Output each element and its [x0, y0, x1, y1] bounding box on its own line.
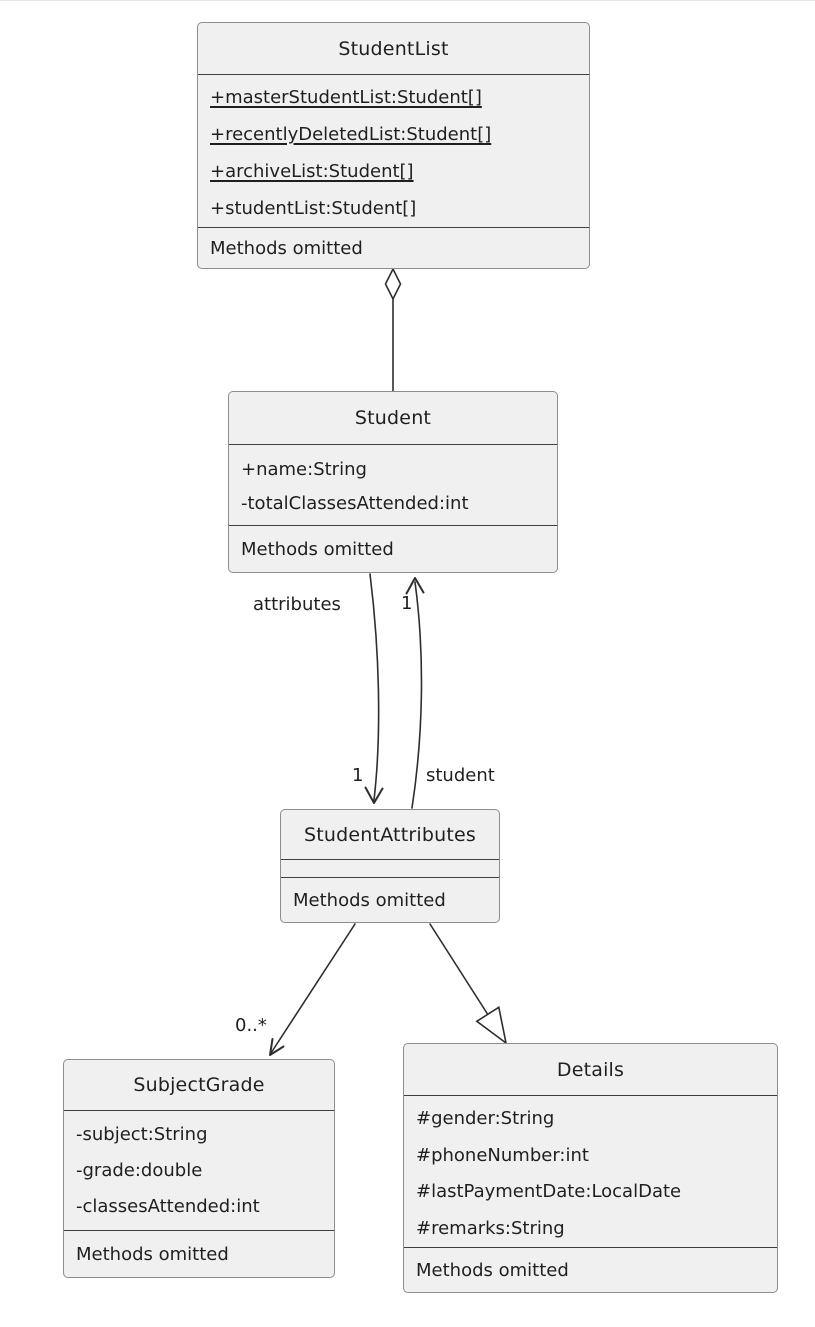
class-methods-note: Methods omitted	[281, 877, 499, 922]
edge-label-attributes-role: attributes	[253, 594, 341, 615]
class-attribute: +archiveList:Student[]	[210, 161, 414, 182]
class-attributes-compartment: +masterStudentList:Student[] +recentlyDe…	[198, 74, 589, 227]
class-attribute: #lastPaymentDate:LocalDate	[416, 1181, 682, 1202]
edge-label-multiplicity-student-end: 1	[401, 593, 413, 614]
class-box-studentattributes: StudentAttributes Methods omitted	[280, 809, 500, 923]
class-attributes-compartment: #gender:String #phoneNumber:int #lastPay…	[404, 1095, 777, 1247]
class-methods-note: Methods omitted	[404, 1247, 777, 1292]
class-methods-note: Methods omitted	[229, 525, 557, 572]
association-attributes-curve	[369, 573, 380, 801]
class-attributes-compartment: -subject:String -grade:double -classesAt…	[64, 1110, 334, 1230]
class-title: Student	[354, 407, 432, 429]
edge-label-student-role: student	[426, 765, 495, 786]
class-attribute: +recentlyDeletedList:Student[]	[210, 124, 492, 145]
class-attribute: -totalClassesAttended:int	[241, 493, 469, 514]
class-methods-note: Methods omitted	[64, 1230, 334, 1277]
class-attribute: #gender:String	[416, 1108, 555, 1129]
class-box-studentlist: StudentList +masterStudentList:Student[]…	[197, 22, 590, 269]
class-title: SubjectGrade	[133, 1074, 265, 1096]
class-title: Details	[556, 1058, 625, 1081]
association-student-curve	[411, 581, 423, 809]
association-subjectgrade-line	[270, 923, 356, 1054]
class-attribute: +masterStudentList:Student[]	[210, 87, 482, 108]
class-attribute: #phoneNumber:int	[416, 1144, 589, 1166]
class-methods-note: Methods omitted	[198, 227, 589, 268]
generalization-edge-line	[429, 923, 489, 1015]
class-title: StudentAttributes	[304, 823, 476, 846]
class-attributes-compartment-empty	[281, 859, 499, 877]
association-attributes-arrowhead-icon	[364, 786, 384, 804]
edge-label-multiplicity-attributes-end: 1	[352, 765, 364, 786]
edge-label-multiplicity-subjectgrade-end: 0..*	[235, 1015, 267, 1036]
class-attribute: -subject:String	[76, 1124, 208, 1145]
association-subjectgrade-arrowhead-icon	[269, 1038, 285, 1056]
aggregation-diamond-icon	[384, 267, 402, 301]
generalization-triangle-icon	[475, 1005, 508, 1045]
class-box-subjectgrade: SubjectGrade -subject:String -grade:doub…	[63, 1059, 335, 1278]
class-attribute: +studentList:Student[]	[210, 198, 417, 219]
class-attribute: #remarks:String	[416, 1217, 565, 1239]
class-attribute: -grade:double	[76, 1160, 203, 1181]
class-box-details: Details #gender:String #phoneNumber:int …	[403, 1043, 778, 1293]
association-student-arrowhead-icon	[405, 577, 425, 595]
class-box-student: Student +name:String -totalClassesAttend…	[228, 391, 558, 573]
class-attribute: -classesAttended:int	[76, 1196, 260, 1217]
class-attributes-compartment: +name:String -totalClassesAttended:int	[229, 444, 557, 525]
class-attribute: +name:String	[241, 459, 367, 480]
class-title: StudentList	[338, 37, 449, 60]
